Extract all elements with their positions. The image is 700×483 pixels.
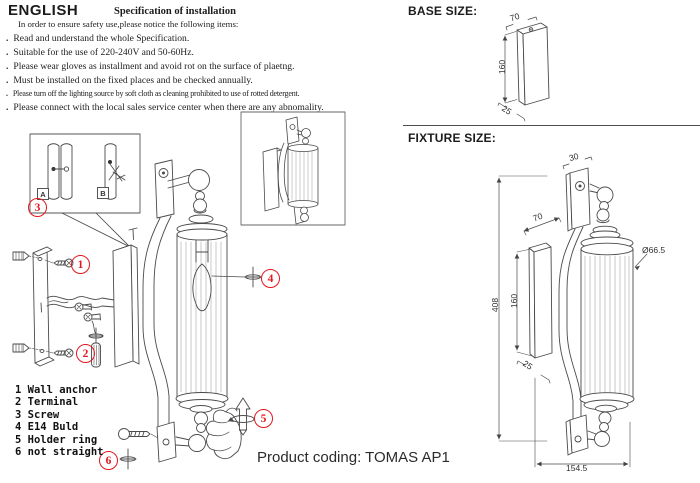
language-heading: ENGLISH	[8, 2, 79, 19]
base-size-drawing	[497, 16, 550, 122]
instruction-item: . Suitable for the use of 220-240V and 50…	[6, 47, 194, 58]
parts-list-item: 2 Terminal	[15, 396, 79, 409]
instruction-text: Must be installed on the fixed places an…	[13, 75, 253, 86]
bullet-dot: .	[6, 89, 8, 98]
bullet-dot: .	[6, 33, 9, 44]
bullet-dot: .	[6, 61, 9, 72]
callout-3-screw: 3	[28, 198, 47, 217]
section-divider	[403, 125, 700, 126]
detail-b-tag: B	[97, 187, 109, 199]
callout-5-holder-ring: 5	[254, 409, 273, 428]
fixture-diameter-dim: Ø66.5	[642, 245, 666, 255]
callout-1-wall-anchor: 1	[71, 255, 90, 274]
parts-list-item: 6 not straight	[15, 446, 104, 459]
instruction-text: Read and understand the whole Specificat…	[13, 33, 190, 44]
base-height-dim: 160	[497, 59, 508, 75]
instruction-item: . Please wear gloves as installment and a…	[6, 61, 294, 72]
instruction-item: . Read and understand the whole Specifica…	[6, 33, 189, 44]
bullet-dot: .	[6, 102, 9, 113]
fixture-backplate-height-dim: 160	[509, 293, 520, 309]
bullet-dot: .	[6, 47, 9, 58]
instruction-text: Please turn off the lighting source by s…	[12, 89, 300, 98]
callout-2-terminal: 2	[76, 344, 95, 363]
parts-list-item: 4 E14 Buld	[15, 421, 79, 434]
parts-list-item: 1 Wall anchor	[15, 384, 98, 396]
callout-4-e14-bulb: 4	[261, 269, 280, 288]
product-coding: Product coding: TOMAS AP1	[257, 449, 450, 466]
parts-list-item: 5 Holder ring	[15, 433, 98, 446]
instruction-item: . Please turn off the lighting source by …	[6, 89, 300, 98]
fixture-overall-width-dim: 154.5	[566, 463, 588, 473]
instruction-item: . Must be installed on the fixed places a…	[6, 75, 253, 86]
callout-6-not-straight: 6	[99, 451, 118, 470]
parts-list: 1 Wall anchor 2 Terminal 3 Screw 4 E14 B…	[15, 384, 104, 458]
instruction-text: Please wear gloves as installment and av…	[13, 61, 295, 72]
instruction-item: . Please connect with the local sales ser…	[6, 102, 324, 113]
fixture-size-title: FIXTURE SIZE:	[408, 131, 496, 145]
parts-list-item: 3 Screw	[15, 408, 60, 421]
spec-title: Specification of installation	[114, 6, 236, 17]
base-size-title: BASE SIZE:	[408, 4, 478, 18]
installation-diagram	[12, 111, 346, 470]
fixture-size-drawing	[496, 156, 648, 468]
instruction-text: Please connect with the local sales serv…	[13, 102, 324, 113]
safety-intro: In order to ensure safety use,please not…	[18, 19, 239, 29]
fixture-total-height-dim: 408	[490, 297, 501, 313]
instruction-text: Suitable for the use of 220-240V and 50-…	[13, 47, 194, 58]
bullet-dot: .	[6, 75, 9, 86]
